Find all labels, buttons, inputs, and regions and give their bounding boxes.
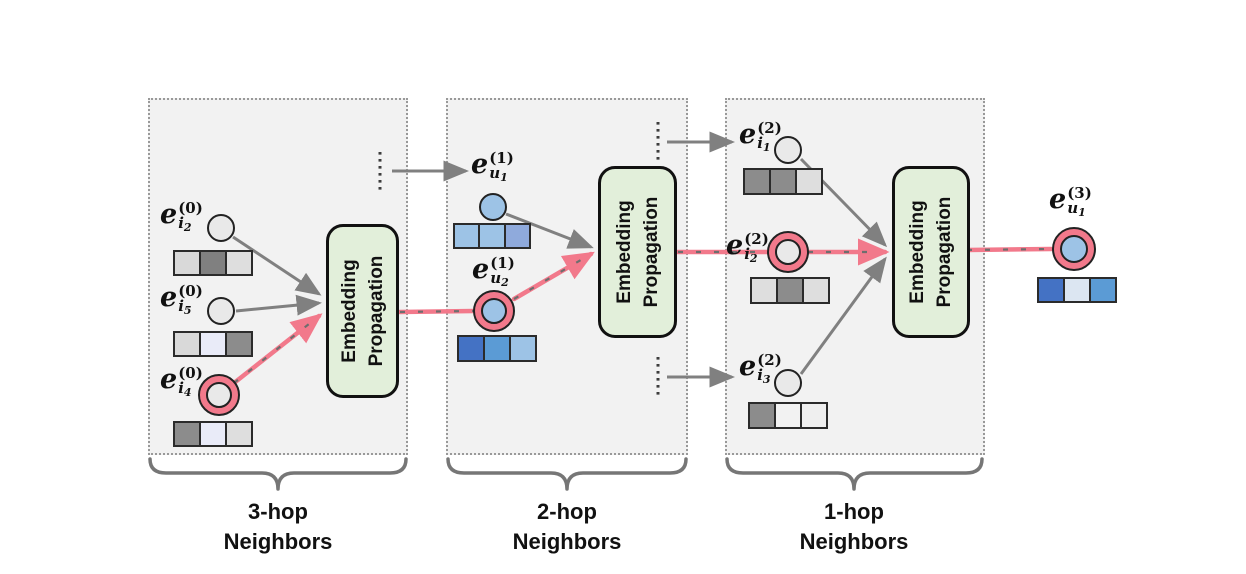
brace-hop2 — [446, 457, 688, 491]
ep-label-line2: Propagation — [934, 196, 955, 308]
highlight-ring-i4-0 — [198, 374, 240, 416]
highlight-ring-u2-1 — [473, 290, 515, 332]
node-circle-i5-0 — [207, 297, 235, 325]
brace-hop1 — [725, 457, 984, 491]
path-ep3-to-u1 — [964, 246, 1054, 253]
ep-label-line2: Propagation — [365, 255, 387, 367]
arrow-i3-to-ep3 — [799, 256, 887, 375]
embedding-bar-u1-3 — [1037, 277, 1117, 303]
embedding-bar-i3-2 — [748, 402, 828, 429]
ep-label-line1: Embedding — [907, 200, 928, 304]
embedding-bar-u1-1 — [453, 223, 531, 249]
embedding-bar-i1-2 — [743, 168, 823, 195]
arrow-i5-to-ep1 — [235, 294, 322, 316]
arrow-u1-to-ep2 — [505, 212, 594, 249]
embedding-bar-i5-0 — [173, 331, 253, 357]
embedding-bar-i4-0 — [173, 421, 253, 447]
ep-label-line2: Propagation — [640, 196, 662, 308]
node-circle-i3-2 — [774, 369, 802, 397]
embedding-propagation-box-3: Embedding Propagation — [892, 166, 970, 338]
highlight-ring-i2-2 — [767, 231, 809, 273]
brace-hop3 — [148, 457, 408, 491]
node-circle-u1-1 — [479, 193, 507, 221]
embedding-bar-i2-0 — [173, 250, 253, 276]
node-circle-i2-0 — [207, 214, 235, 242]
ep-label-line1: Embedding — [613, 200, 635, 304]
embedding-bar-i2-2 — [750, 277, 830, 304]
highlight-ring-u1-3 — [1052, 227, 1096, 271]
ep-label-line1: Embedding — [338, 259, 360, 363]
arrow-i2-to-ep1 — [232, 235, 322, 296]
node-circle-i1-2 — [774, 136, 802, 164]
embedding-bar-u2-1 — [457, 335, 537, 362]
